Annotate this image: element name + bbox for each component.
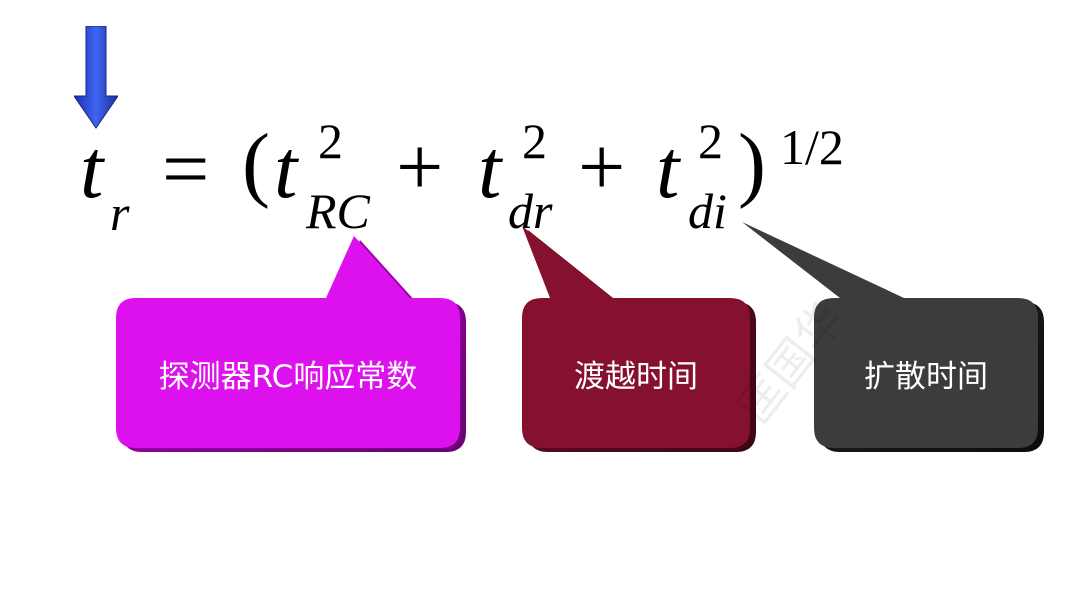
callout-di-bubble (742, 222, 1038, 448)
term-di-subscript: di (688, 183, 727, 239)
callout-rc-bubble (116, 236, 460, 448)
callout-dr-label: 渡越时间 (574, 358, 698, 395)
exponent: 1/2 (780, 119, 844, 175)
lhs-subscript: r (110, 185, 130, 241)
lhs-variable: t (80, 123, 104, 216)
callout-di-label: 扩散时间 (864, 358, 988, 395)
callout-di (742, 222, 1044, 452)
down-arrow-icon (74, 26, 118, 129)
term-di-superscript: 2 (698, 113, 723, 169)
callout-rc-label: 探测器RC响应常数 (158, 358, 418, 395)
open-paren: ( (242, 117, 270, 210)
callout-dr-bubble (522, 226, 750, 448)
term-rc-variable: t (274, 123, 298, 216)
term-rc-superscript: 2 (318, 113, 343, 169)
close-paren: ) (738, 117, 766, 210)
equals-sign: = (162, 123, 210, 216)
term-dr-variable: t (478, 123, 502, 216)
term-di-variable: t (656, 123, 680, 216)
callout-dr (522, 226, 756, 452)
callout-rc (116, 236, 466, 452)
term-dr-superscript: 2 (522, 113, 547, 169)
plus-sign-1: + (396, 121, 444, 214)
term-rc-subscript: RC (306, 183, 370, 239)
equation: t r = ( t 2 RC + t 2 dr + t 2 di ) 1/2 (0, 0, 1080, 260)
plus-sign-2: + (578, 121, 626, 214)
term-dr-subscript: dr (508, 183, 553, 239)
